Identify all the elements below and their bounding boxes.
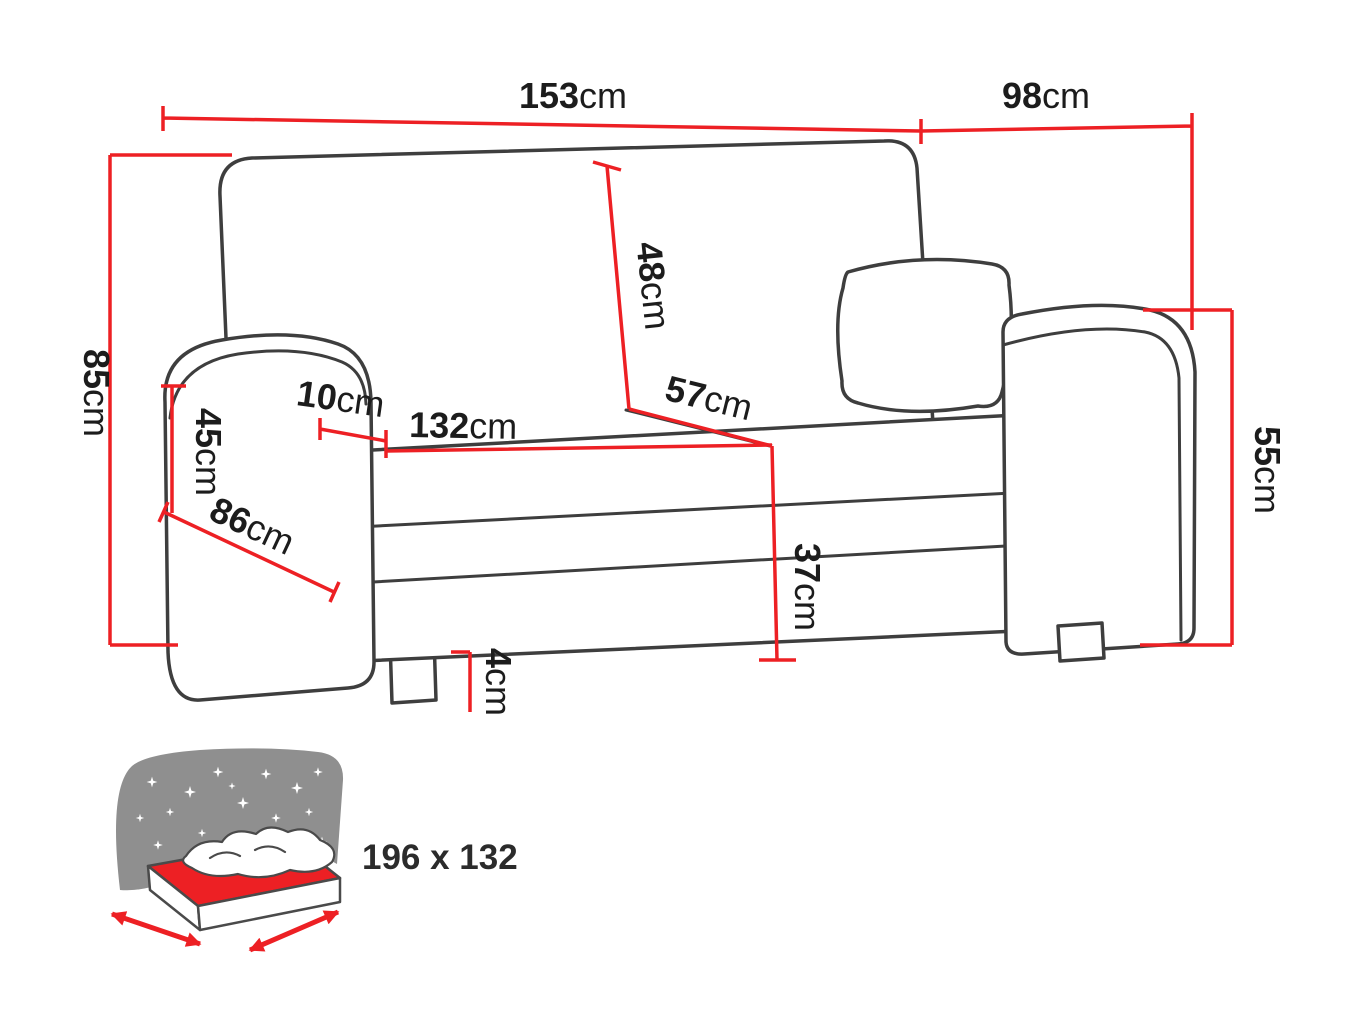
dim-total-height-line (108, 153, 232, 647)
dimension-labels: 153cm 98cm 85cm 48cm 10cm 132cm 57cm 45c… (76, 75, 1288, 716)
sofa-backrest (218, 139, 936, 482)
dim-total-depth-label: 98cm (1002, 75, 1090, 116)
bed-duvet (182, 826, 336, 879)
dim-total-width-label: 153cm (519, 75, 627, 116)
sofa-armrest-right (1001, 303, 1197, 656)
bed-length-arrow (248, 909, 340, 953)
dim-armrest-inner-height-line (161, 384, 186, 513)
sofa-armrest-left-roll (168, 349, 368, 420)
dim-backrest-height-label: 48cm (628, 240, 678, 332)
dim-total-depth-line (920, 113, 1194, 330)
sleeping-size-label: 196 x 132 (362, 838, 518, 877)
dim-backrest-height-line (592, 160, 631, 410)
sofa-armrest-right-roll (1001, 327, 1183, 642)
sofa-pillow (836, 257, 1014, 414)
dim-leg-height-line (451, 650, 472, 712)
dim-seat-width-line (384, 430, 773, 458)
bed-duvet-fold (208, 845, 287, 860)
dim-armrest-inner-height-label: 45cm (188, 408, 229, 496)
dim-armrest-height-label: 55cm (1247, 426, 1288, 514)
dim-seat-height-label: 37cm (787, 543, 828, 631)
sofa-outline-drawing (163, 139, 1197, 705)
sofa-leg-front-right (1056, 621, 1106, 663)
dim-armrest-width-line (318, 418, 387, 443)
dim-armrest-width-label: 10cm (294, 372, 387, 425)
dim-armrest-height-line (1140, 308, 1234, 647)
bed-width-arrow (110, 911, 202, 947)
dim-leg-height-label: 4cm (478, 648, 519, 716)
dim-total-height-label: 85cm (76, 349, 117, 437)
sleeping-area-icon (110, 748, 344, 953)
dim-seat-width-label: 132cm (409, 404, 518, 447)
dimension-lines (108, 106, 1234, 712)
dim-base-depth-line (157, 501, 341, 603)
dim-seat-depth-line (628, 407, 773, 448)
night-sky-shape (116, 748, 344, 891)
dim-seat-height-line (759, 445, 796, 662)
dim-total-width-line (161, 106, 923, 144)
